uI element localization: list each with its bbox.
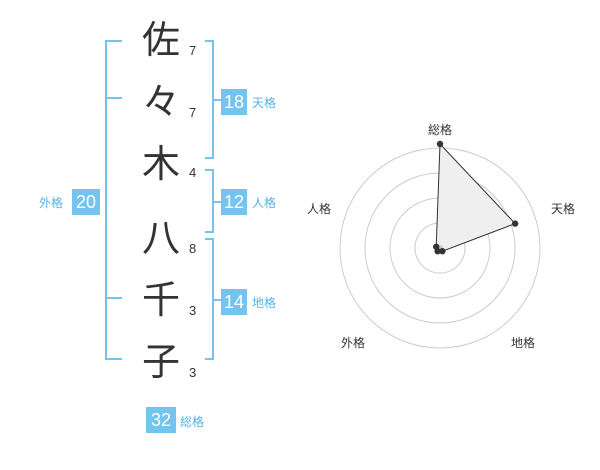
jinkaku-badge: 12 — [221, 189, 247, 215]
name-char-1: 佐 — [141, 18, 180, 62]
gaikaku-bracket — [105, 40, 122, 360]
name-char-2: 々 — [141, 80, 180, 124]
name-char-3: 木 — [141, 142, 180, 186]
name-char-6: 子 — [141, 340, 180, 384]
radar-point-chikaku — [439, 248, 446, 255]
stroke-count-3: 4 — [189, 165, 197, 180]
radar-point-jinkaku — [432, 243, 440, 250]
radar-point-soukaku — [436, 140, 444, 148]
tenkaku-label: 天格 — [252, 96, 277, 110]
radar-axis-label-chikaku: 地格 — [511, 336, 536, 350]
stroke-count-4: 8 — [189, 241, 197, 256]
soukaku-label: 総格 — [180, 415, 205, 429]
chikaku-badge: 14 — [221, 289, 247, 315]
radar-axis-label-soukaku: 総格 — [428, 123, 453, 137]
radar-point-tenkaku — [511, 220, 519, 227]
stroke-count-5: 3 — [189, 303, 197, 318]
stroke-count-2: 7 — [189, 105, 197, 120]
stroke-count-6: 3 — [189, 365, 197, 380]
jinkaku-label: 人格 — [252, 196, 277, 210]
soukaku-badge: 32 — [146, 407, 176, 433]
gaikaku-badge: 20 — [72, 189, 100, 215]
name-char-5: 千 — [141, 278, 180, 322]
radar-series-area — [435, 142, 517, 252]
radar-axis-label-tenkaku: 天格 — [551, 202, 576, 216]
radar-axis-label-jinkaku: 人格 — [307, 202, 332, 216]
radar-axis-label-gaikaku: 外格 — [341, 336, 366, 350]
chikaku-label: 地格 — [252, 296, 277, 310]
tenkaku-badge: 18 — [221, 89, 247, 115]
name-char-4: 八 — [141, 216, 180, 260]
stroke-count-1: 7 — [189, 43, 197, 58]
gaikaku-label: 外格 — [39, 196, 64, 210]
